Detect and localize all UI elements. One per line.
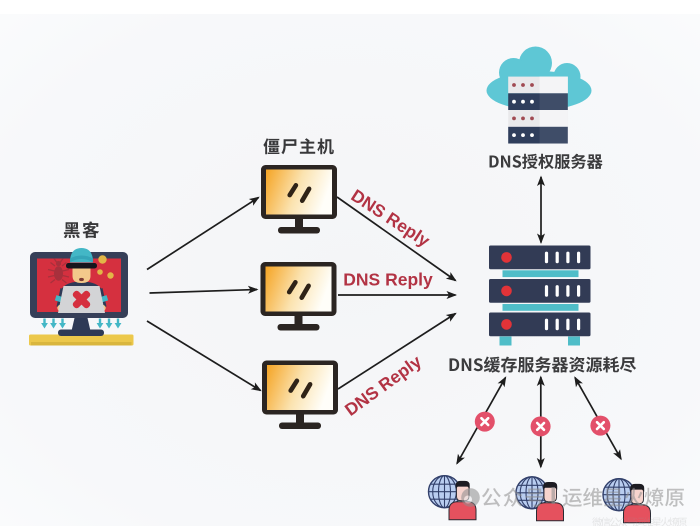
svg-text:DNS Reply: DNS Reply xyxy=(343,270,433,290)
